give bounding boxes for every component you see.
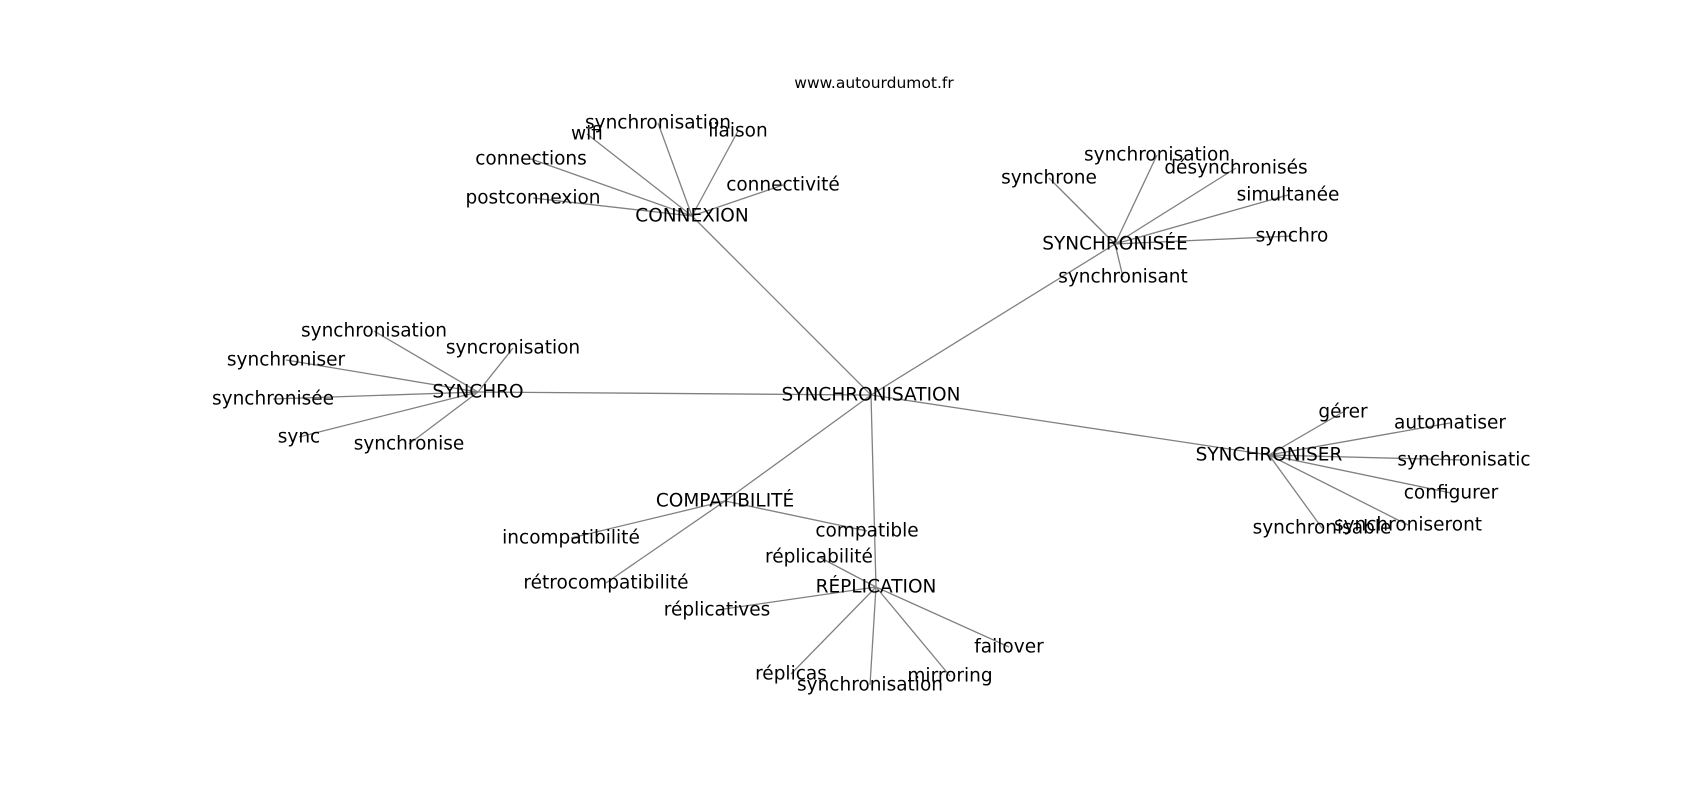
leaf-node: synchroniseront	[1334, 515, 1482, 536]
edge-synchroniser-leaf	[1268, 411, 1344, 456]
edge-synchro-leaf	[373, 330, 479, 393]
labels-layer: SYNCHRONISATIONCONNEXIONsynchronisationw…	[212, 113, 1531, 696]
leaf-node: désynchronisés	[1164, 158, 1307, 179]
edge-synchro-leaf	[285, 359, 479, 393]
edge-synchroniser-leaf	[1268, 454, 1323, 529]
leaf-node: synchrone	[1001, 168, 1097, 189]
edge-connexion-leaf	[691, 184, 784, 217]
source-url: www.autourdumot.fr	[794, 74, 954, 92]
edge-synchro-leaf	[298, 391, 479, 438]
edge-compatibilite-leaf	[570, 500, 726, 539]
leaf-node: syncronisation	[446, 338, 580, 359]
hub-node-synchronisee: SYNCHRONISÉE	[1042, 233, 1188, 255]
edge-replication-leaf	[869, 586, 877, 686]
leaf-node: mirroring	[907, 666, 992, 687]
leaf-node: synchronisation	[797, 675, 943, 696]
leaf-node: synchronisation	[585, 113, 731, 134]
leaf-node: synchronisable	[1253, 518, 1392, 539]
edge-synchronisee-leaf	[1114, 194, 1289, 245]
hub-node-connexion: CONNEXION	[635, 206, 748, 227]
edge-synchroniser-leaf	[1268, 454, 1452, 494]
leaf-node: wifi	[571, 124, 603, 145]
leaf-node: réplicas	[755, 664, 827, 685]
edge-connexion-leaf	[586, 133, 693, 217]
hub-node-synchro: SYNCHRO	[432, 382, 523, 403]
leaf-node: réplicabilité	[765, 547, 873, 568]
leaf-node: failover	[974, 637, 1044, 658]
edge-replication-leaf	[875, 586, 951, 677]
leaf-node: synchronisation	[301, 321, 447, 342]
leaf-node: synchronisant	[1058, 267, 1188, 288]
leaf-node: connections	[475, 149, 587, 170]
edge-synchronisee-leaf	[1048, 177, 1116, 245]
edge-synchroniser-leaf	[1268, 454, 1409, 526]
edge-replication-leaf	[875, 586, 1010, 648]
edge-center-synchronisee	[870, 243, 1116, 396]
leaf-node: connectivité	[726, 175, 840, 196]
hub-node-synchroniser: SYNCHRONISER	[1196, 445, 1343, 466]
leaf-node: incompatibilité	[502, 528, 640, 549]
edge-connexion-leaf	[691, 130, 739, 217]
edge-compatibilite-leaf	[605, 500, 726, 584]
edge-connexion-leaf	[532, 197, 693, 217]
center-node: SYNCHRONISATION	[782, 385, 961, 406]
edge-center-connexion	[691, 215, 872, 396]
hub-node-replication: RÉPLICATION	[816, 576, 937, 598]
leaf-node: sync	[278, 427, 320, 448]
leaf-node: automatiser	[1394, 413, 1506, 434]
leaf-node: compatible	[815, 521, 918, 542]
leaf-node: simultanée	[1237, 185, 1340, 206]
edge-connexion-leaf	[530, 158, 693, 217]
edge-synchronisee-leaf	[1114, 167, 1237, 245]
edge-synchro-leaf	[477, 347, 514, 393]
leaf-node: postconnexion	[465, 188, 600, 209]
edge-center-synchro	[477, 391, 872, 396]
leaf-node: rétrocompatibilité	[523, 573, 688, 594]
edge-center-synchroniser	[870, 394, 1270, 456]
leaf-node: synchronisation	[1084, 145, 1230, 166]
leaf-node: gérer	[1318, 402, 1368, 423]
leaf-node: synchro	[1256, 226, 1329, 247]
edge-synchroniser-leaf	[1268, 454, 1465, 461]
edge-connexion-leaf	[657, 122, 693, 217]
edge-compatibilite-leaf	[724, 500, 868, 532]
leaf-node: configurer	[1404, 483, 1499, 504]
leaf-node: synchronise	[354, 434, 465, 455]
leaf-node: liaison	[708, 121, 767, 142]
edge-center-replication	[870, 394, 877, 588]
edge-replication-leaf	[716, 586, 877, 611]
edge-synchronisee-leaf	[1114, 243, 1124, 278]
edge-replication-leaf	[790, 586, 877, 675]
leaf-node: synchroniser	[227, 350, 346, 371]
edge-synchronisee-leaf	[1114, 235, 1293, 245]
edge-synchroniser-leaf	[1268, 422, 1451, 456]
edge-synchro-leaf	[408, 391, 479, 445]
edge-center-compatibilite	[724, 394, 872, 502]
edge-synchronisee-leaf	[1114, 154, 1158, 245]
leaf-node: synchronisée	[212, 389, 334, 410]
hub-node-compatibilite: COMPATIBILITÉ	[656, 490, 794, 512]
leaf-node: synchronisatic	[1397, 450, 1530, 471]
edge-replication-leaf	[818, 556, 877, 588]
leaf-node: réplicatives	[664, 600, 770, 621]
edge-synchro-leaf	[272, 391, 479, 400]
edges-layer	[272, 122, 1465, 686]
